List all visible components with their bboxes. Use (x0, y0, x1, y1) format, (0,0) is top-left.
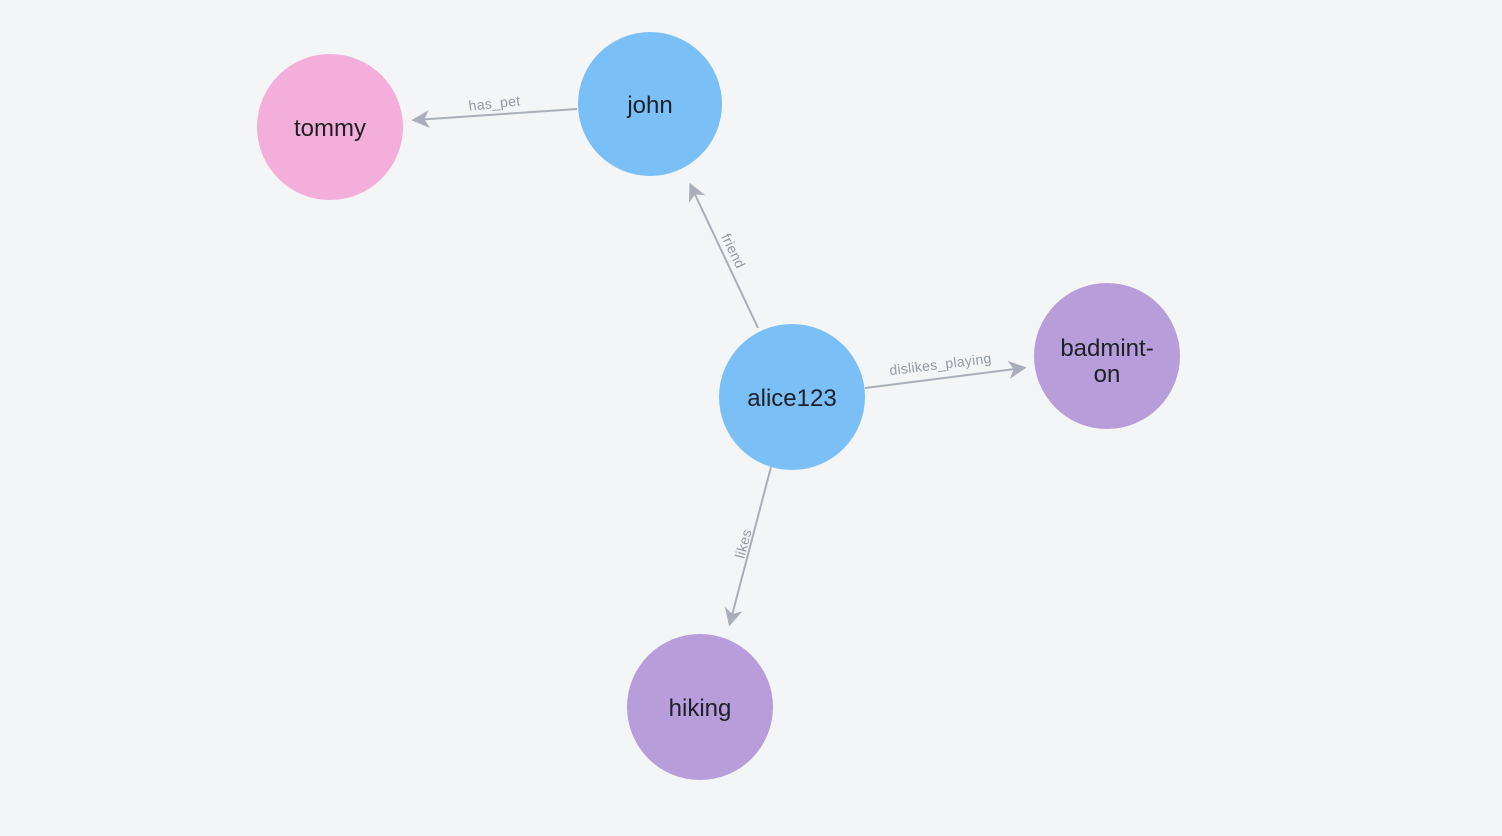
edge-likes: likes (724, 466, 772, 627)
node-label-badminton-line2: on (1094, 361, 1121, 388)
node-label-badminton: badmint-on (1060, 335, 1153, 388)
edge-line-dislikes-playing[interactable] (864, 360, 1027, 389)
node-circle-alice123[interactable] (719, 324, 865, 470)
node-circle-badminton[interactable] (1034, 283, 1180, 429)
node-circle-hiking[interactable] (627, 634, 773, 780)
node-john: john (578, 32, 722, 176)
edge-label-likes: likes (732, 527, 755, 560)
edge-line-friend[interactable] (689, 182, 759, 329)
node-alice123: alice123 (719, 324, 865, 470)
node-label-john: john (626, 92, 672, 119)
node-tommy: tommy (257, 54, 403, 200)
node-label-hiking: hiking (669, 695, 732, 722)
node-circle-tommy[interactable] (257, 54, 403, 200)
edge-line-has-pet[interactable] (411, 108, 578, 129)
node-label-tommy: tommy (294, 115, 366, 142)
node-hiking: hiking (627, 634, 773, 780)
node-badminton: badmint-on (1034, 283, 1180, 429)
node-label-alice123: alice123 (747, 385, 836, 412)
node-label-badminton-line1: badmint- (1060, 335, 1153, 362)
edge-has-pet: has_pet (411, 92, 578, 129)
node-circle-john[interactable] (578, 32, 722, 176)
edge-label-has-pet: has_pet (468, 92, 521, 113)
edge-line-likes[interactable] (724, 466, 772, 627)
